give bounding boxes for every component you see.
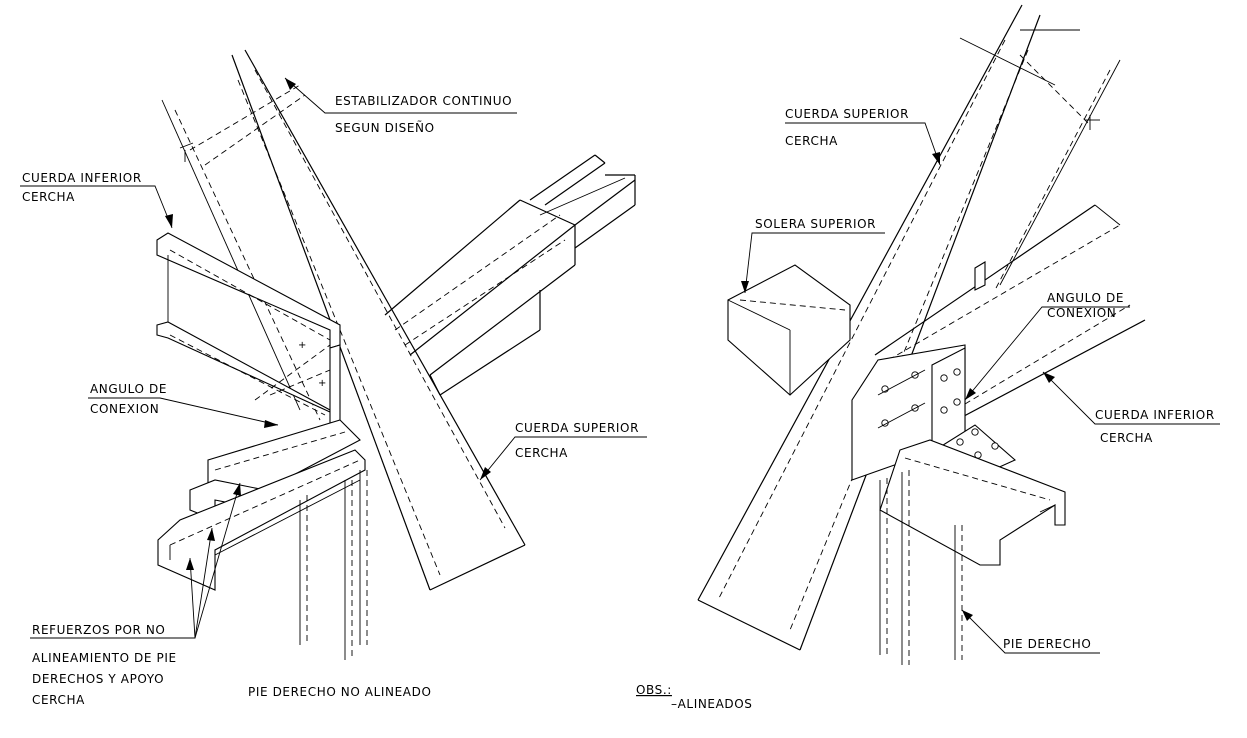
right-studs: [879, 470, 963, 665]
left-top-chord-label-line1: CUERDA SUPERIOR: [515, 421, 639, 435]
reinforcement-label-line2: ALINEAMIENTO DE PIE: [32, 651, 177, 665]
left-angle-label-line1: ANGULO DE: [90, 382, 167, 396]
right-top-chord: [697, 4, 1121, 651]
left-leaders: [20, 77, 647, 639]
svg-text:+: +: [318, 378, 327, 389]
right-detail: CUERDA SUPERIOR CERCHA SOLERA SUPERIOR A…: [636, 4, 1220, 711]
svg-text:+: +: [298, 340, 307, 351]
top-plate-label: SOLERA SUPERIOR: [755, 217, 876, 231]
right-leaders: [741, 122, 1220, 654]
left-caption: PIE DERECHO NO ALINEADO: [248, 685, 432, 699]
stabilizer-label-line1: ESTABILIZADOR CONTINUO: [335, 94, 512, 108]
left-detail: + +: [20, 49, 647, 707]
right-bottom-track: [879, 439, 1066, 566]
left-bottom-chord-label-line1: CUERDA INFERIOR: [22, 171, 142, 185]
reinforcement-label-line4: CERCHA: [32, 693, 85, 707]
right-top-chord-label-line2: CERCHA: [785, 134, 838, 148]
right-angle-label-line2: CONEXION: [1047, 306, 1116, 320]
left-studs: [299, 470, 368, 660]
stabilizer-label-line2: SEGUN DISEÑO: [335, 120, 435, 135]
left-top-chord-label-line2: CERCHA: [515, 446, 568, 460]
obs-text: –ALINEADOS: [671, 697, 753, 711]
left-bottom-chord: + +: [156, 232, 341, 426]
right-top-plate: [727, 264, 851, 396]
right-bottom-chord-label-line2: CERCHA: [1100, 431, 1153, 445]
left-bottom-chord-label-line2: CERCHA: [22, 190, 75, 204]
left-angle-label-line2: CONEXION: [90, 402, 159, 416]
right-top-chord-label-line1: CUERDA SUPERIOR: [785, 107, 909, 121]
reinforcement-label-line3: DERECHOS Y APOYO: [32, 672, 164, 686]
obs-label: OBS.:: [636, 683, 672, 697]
stud-label: PIE DERECHO: [1003, 637, 1091, 651]
right-bottom-chord-label-line1: CUERDA INFERIOR: [1095, 408, 1215, 422]
left-channel-member: [384, 154, 636, 396]
left-angle-assembly: [157, 419, 366, 591]
reinforcement-label-line1: REFUERZOS POR NO: [32, 623, 165, 637]
right-angle-label-line1: ANGULO DE: [1047, 291, 1124, 305]
